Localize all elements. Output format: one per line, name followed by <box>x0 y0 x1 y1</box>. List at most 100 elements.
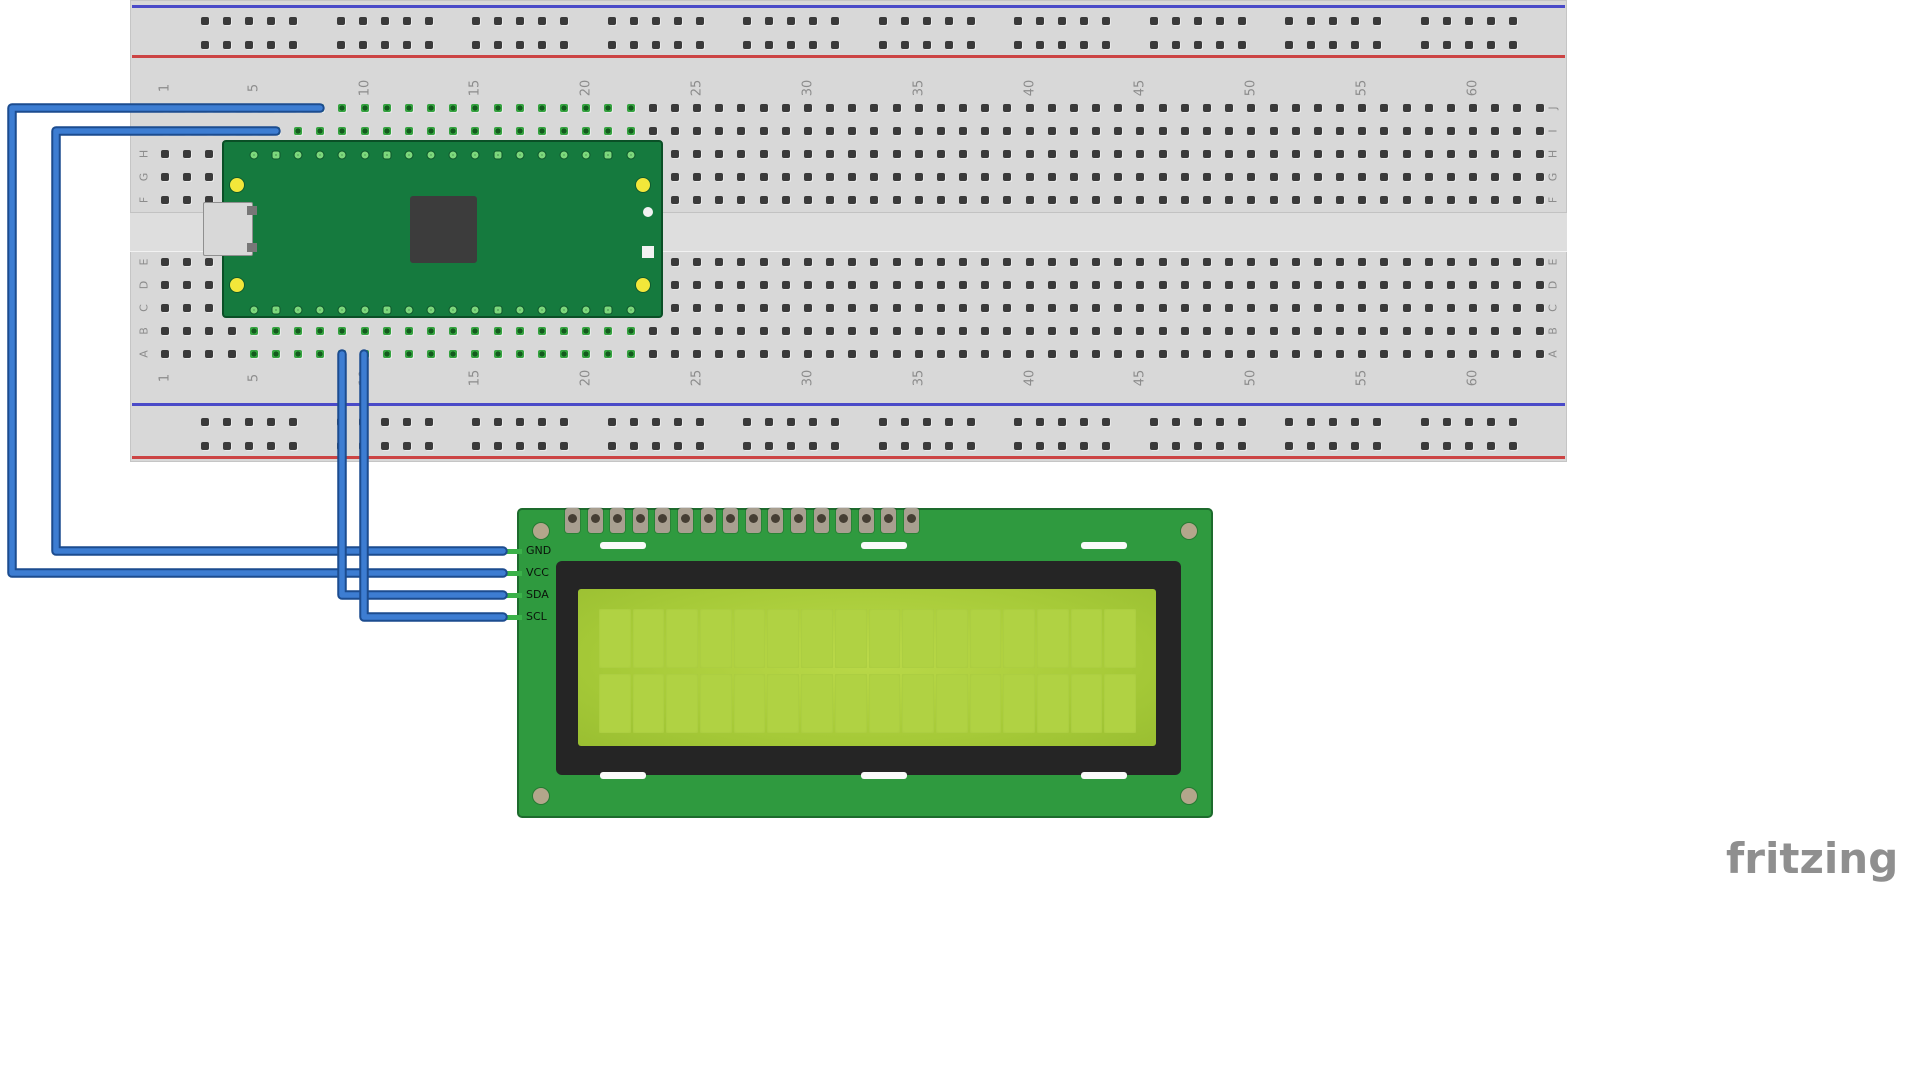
breadboard-hole <box>1464 17 1473 25</box>
breadboard-hole <box>803 127 812 135</box>
breadboard-hole <box>1469 127 1478 135</box>
breadboard-hole <box>765 17 773 25</box>
breadboard-hole <box>1358 173 1367 181</box>
breadboard-hole <box>607 41 616 49</box>
breadboard-hole <box>402 17 411 25</box>
row-label-I: I <box>1546 129 1560 133</box>
breadboard-hole <box>1329 17 1337 25</box>
power-rail-line-bottom-red <box>132 456 1565 459</box>
breadboard-hole <box>516 41 524 49</box>
lcd-header-pin-hole <box>794 514 803 523</box>
breadboard-hole-connected <box>316 127 325 135</box>
breadboard-hole <box>1114 304 1123 312</box>
breadboard-hole-connected <box>316 350 325 358</box>
breadboard-hole <box>1358 104 1367 112</box>
breadboard-hole <box>538 17 546 25</box>
breadboard-hole <box>1291 304 1300 312</box>
lcd-char-cell <box>834 674 867 733</box>
breadboard-hole <box>1215 41 1224 49</box>
breadboard-hole <box>1003 173 1012 181</box>
breadboard-hole-connected <box>249 104 258 112</box>
breadboard-hole <box>1424 327 1433 335</box>
breadboard-hole <box>1069 327 1078 335</box>
microcontroller-board[interactable] <box>203 140 663 318</box>
breadboard-hole <box>1003 104 1012 112</box>
breadboard-hole <box>358 41 367 49</box>
breadboard-hole <box>737 150 746 158</box>
breadboard-hole <box>803 150 812 158</box>
lcd-char-cell <box>801 609 833 668</box>
breadboard-hole <box>494 41 502 49</box>
lcd-char-cell <box>599 674 631 733</box>
breadboard-hole <box>1491 127 1500 135</box>
breadboard-hole <box>826 350 835 358</box>
lcd-header-pin-hole <box>884 514 894 523</box>
breadboard-hole <box>1513 258 1522 266</box>
breadboard-hole <box>651 442 660 450</box>
breadboard-hole <box>781 173 790 181</box>
lcd-header-pin <box>904 508 919 533</box>
breadboard-hole <box>914 196 923 204</box>
lcd-header-pin-hole <box>703 514 713 523</box>
breadboard-hole <box>673 41 682 49</box>
breadboard-hole <box>402 442 411 450</box>
breadboard-hole <box>205 104 214 112</box>
breadboard-hole <box>693 281 702 289</box>
breadboard-hole-connected <box>515 104 524 112</box>
breadboard-hole <box>673 442 682 450</box>
breadboard-hole <box>914 350 923 358</box>
breadboard-hole-connected <box>427 127 436 135</box>
breadboard-hole <box>1402 350 1411 358</box>
breadboard-hole <box>737 258 746 266</box>
breadboard-hole <box>205 150 214 158</box>
column-label-30: 30 <box>800 369 816 387</box>
breadboard-hole-connected <box>626 350 635 358</box>
breadboard-hole <box>1402 258 1411 266</box>
breadboard-hole-connected <box>360 327 369 335</box>
column-label-60: 60 <box>1465 79 1481 97</box>
breadboard-hole <box>1291 104 1300 112</box>
breadboard-hole <box>1373 17 1381 25</box>
breadboard-hole <box>1446 173 1455 181</box>
lcd-header-pin <box>768 508 784 533</box>
breadboard-hole <box>1025 304 1034 312</box>
breadboard-hole <box>900 442 909 450</box>
breadboard-hole <box>1025 196 1034 204</box>
teensy-pin-pad <box>516 151 524 159</box>
breadboard-hole-connected <box>316 327 325 335</box>
breadboard-hole <box>245 17 253 25</box>
breadboard-hole <box>803 104 812 112</box>
breadboard-hole <box>1136 304 1145 312</box>
breadboard-hole <box>1171 418 1180 426</box>
breadboard-hole <box>715 304 724 312</box>
breadboard-hole <box>759 327 768 335</box>
board-led <box>643 207 653 217</box>
breadboard-hole <box>1291 258 1300 266</box>
column-label-1: 1 <box>157 83 173 93</box>
breadboard-hole <box>1047 304 1056 312</box>
breadboard-hole <box>1003 281 1012 289</box>
breadboard-hole <box>1535 104 1544 112</box>
breadboard-hole <box>848 281 857 289</box>
breadboard-hole-connected <box>537 104 546 112</box>
breadboard-hole <box>1380 327 1389 335</box>
lcd-char-cell <box>733 674 766 733</box>
breadboard-hole <box>803 196 812 204</box>
breadboard-hole <box>651 41 660 49</box>
breadboard-hole <box>1069 258 1078 266</box>
teensy-pin-pad <box>538 151 546 159</box>
column-label-25: 25 <box>689 369 705 387</box>
breadboard-hole-connected <box>271 127 280 135</box>
teensy-pin-pad <box>405 306 413 314</box>
breadboard-hole <box>1225 104 1234 112</box>
breadboard-hole <box>1025 127 1034 135</box>
breadboard-hole <box>1158 258 1167 266</box>
breadboard-hole <box>1136 104 1145 112</box>
lcd-char-cell <box>1070 674 1103 733</box>
breadboard-hole <box>205 173 214 181</box>
breadboard-hole <box>1424 350 1433 358</box>
breadboard-hole <box>1420 442 1429 450</box>
breadboard-hole <box>1202 327 1211 335</box>
lcd-char-cell <box>834 609 867 668</box>
